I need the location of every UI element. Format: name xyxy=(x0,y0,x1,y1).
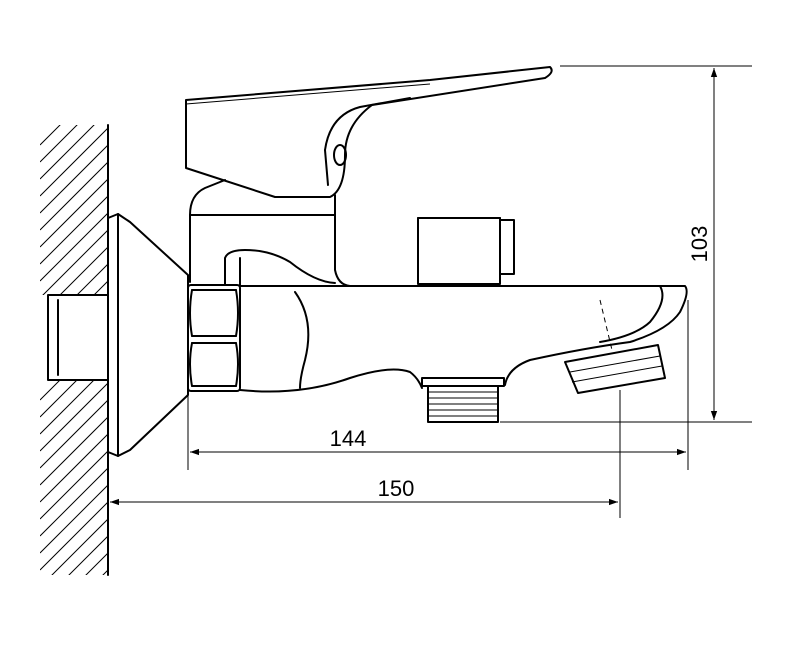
eccentric-connector xyxy=(47,294,109,381)
spout-length-label: 144 xyxy=(330,426,367,451)
shower-outlet-thread xyxy=(421,377,505,423)
hex-nut xyxy=(187,284,241,392)
mixer-body xyxy=(189,179,351,287)
lever-handle xyxy=(185,66,553,198)
spout-length-dimension: 144 xyxy=(187,300,689,470)
height-dimension-label: 103 xyxy=(687,226,712,263)
wall-section xyxy=(40,124,109,576)
height-dimension: 103 xyxy=(500,65,752,423)
wall-hatch-lower xyxy=(40,380,108,575)
total-projection-dimension: 150 xyxy=(110,390,621,518)
wall-flange xyxy=(107,213,189,457)
wall-hatch-upper xyxy=(40,125,108,295)
total-projection-label: 150 xyxy=(378,476,415,501)
diverter-button xyxy=(417,217,515,285)
bath-spout xyxy=(239,285,688,394)
